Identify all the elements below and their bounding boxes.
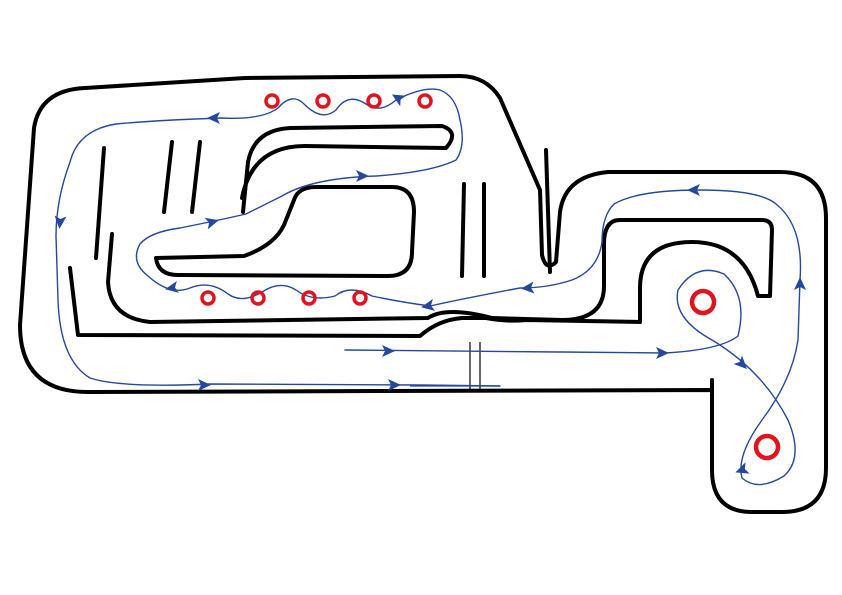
chicane-block-right-a	[460, 182, 466, 278]
pylon-right-10	[753, 433, 781, 461]
direction-arrow-4	[735, 462, 750, 474]
crossover-divider	[544, 148, 552, 274]
direction-arrows	[54, 94, 806, 474]
upper-hook-wall	[240, 124, 454, 214]
direction-arrow-14	[54, 215, 67, 229]
driving-line	[55, 88, 802, 486]
direction-arrow-12	[391, 94, 407, 107]
chicane-block-left-a	[162, 140, 174, 214]
main-inner-boundary	[68, 218, 774, 338]
outer-track-boundary	[18, 74, 828, 514]
pylon-bottom-6	[250, 290, 266, 306]
direction-arrow-3	[733, 355, 747, 369]
direction-arrow-8	[421, 299, 435, 311]
pylon-bottom-5	[200, 290, 216, 306]
direction-arrow-2	[656, 347, 669, 359]
pylon-top-3	[366, 93, 382, 109]
direction-arrow-6	[687, 184, 700, 196]
direction-arrow-15	[198, 379, 211, 391]
direction-arrow-10	[204, 217, 219, 230]
pylon-top-4	[417, 93, 433, 109]
pylon-bottom-7	[301, 290, 317, 306]
pylon-right-9	[689, 288, 717, 316]
direction-arrow-9	[165, 281, 179, 293]
direction-arrow-5	[794, 277, 806, 290]
track-boundaries	[18, 74, 828, 514]
direction-arrow-1	[382, 345, 395, 357]
direction-arrow-11	[356, 170, 369, 182]
direction-arrow-16	[388, 379, 401, 391]
pylon-top-2	[315, 93, 331, 109]
direction-arrow-13	[207, 112, 220, 124]
pylon-top-1	[264, 93, 280, 109]
chicane-block-left-b	[190, 140, 202, 214]
left-divider-wall	[94, 146, 106, 260]
pylons	[200, 93, 781, 461]
pylon-bottom-8	[352, 290, 368, 306]
direction-arrow-7	[521, 281, 535, 294]
inner-s-island	[154, 185, 416, 278]
